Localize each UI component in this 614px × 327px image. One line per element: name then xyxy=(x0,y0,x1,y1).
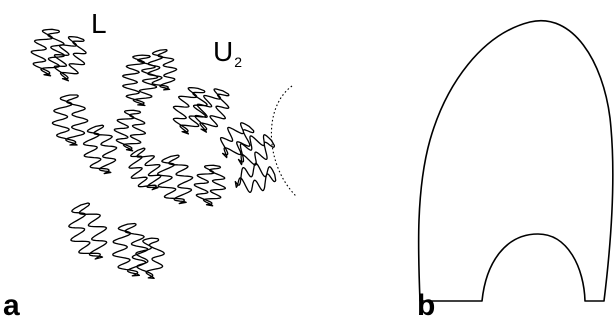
suture-lobe-outline xyxy=(194,88,230,133)
suture-lobe-outline xyxy=(30,28,66,77)
suture-lobe-outline xyxy=(82,124,118,175)
whorl-cross-section-outline xyxy=(417,19,614,302)
umbilical-lobe-letter: U xyxy=(213,36,234,67)
suture-lobe-outline xyxy=(193,164,227,207)
panel-label-a: a xyxy=(3,289,20,322)
suture-lobe-outline xyxy=(237,134,276,166)
suture-lobe-outline xyxy=(128,147,162,191)
suture-lobe-outline xyxy=(234,162,277,194)
lateral-lobe-label: L xyxy=(91,8,107,39)
suture-lobe-outline xyxy=(172,87,208,135)
suture-lobe-outline xyxy=(112,222,149,277)
suture-lobe-outline xyxy=(53,36,87,82)
umbilical-lobe-subscript: 2 xyxy=(234,54,243,70)
suture-lobe-outline xyxy=(113,109,147,152)
suture-lobe-outline xyxy=(147,48,178,91)
suture-lobe-outline xyxy=(121,54,159,107)
panel-label-b: b xyxy=(417,289,436,322)
suture-lobe-outline xyxy=(51,94,89,146)
suture-lobe-outline xyxy=(68,202,108,260)
umbilical-lobe-label: U2 xyxy=(213,36,242,70)
shell-margin-dotted-arc xyxy=(270,85,297,197)
suture-lobe-outline xyxy=(135,237,165,280)
suture-lobe-outline xyxy=(219,122,255,159)
suture-lobe-outline xyxy=(156,154,194,205)
